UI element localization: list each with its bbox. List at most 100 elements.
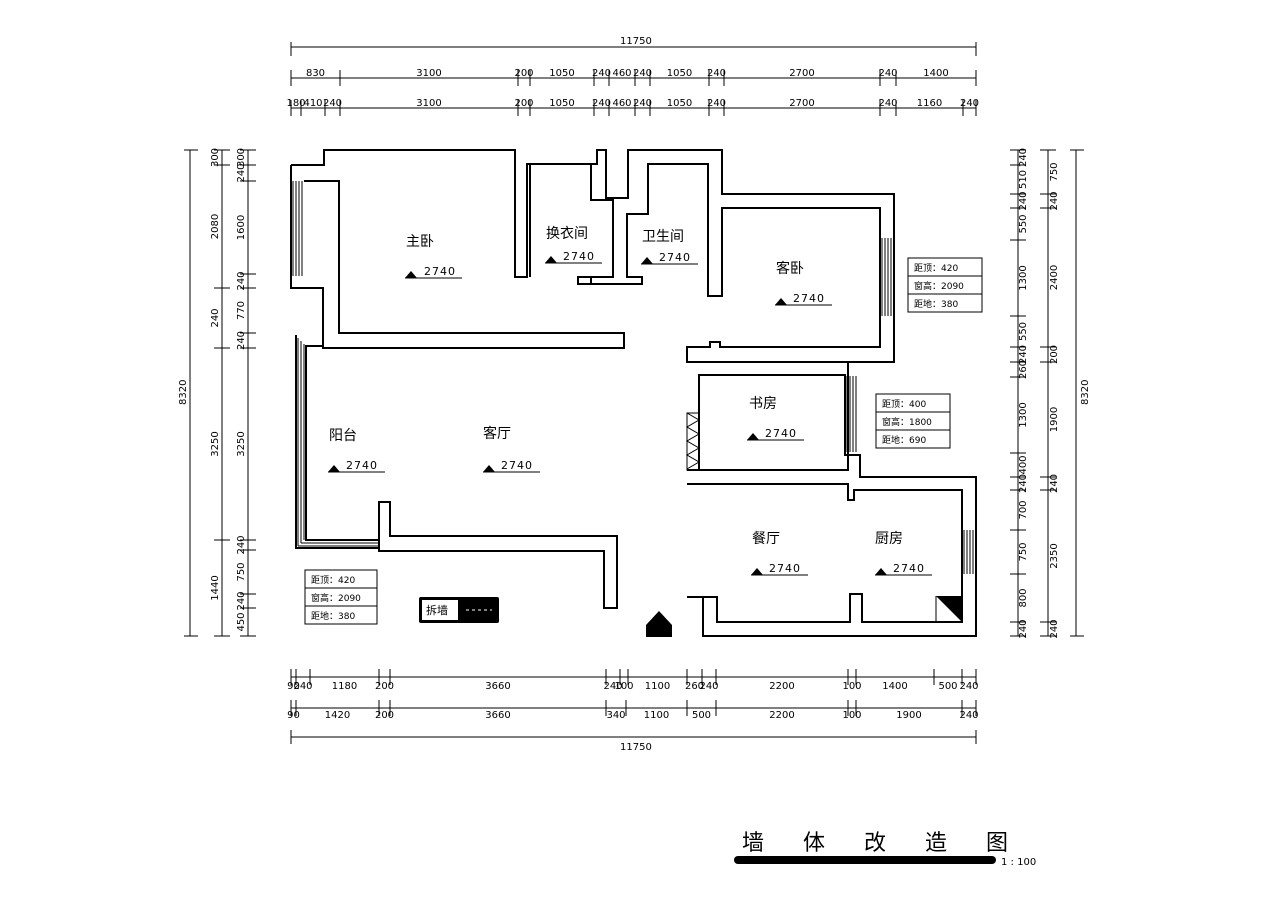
elevation-marker: 2740 — [775, 292, 832, 306]
dimension-value: 450 — [236, 612, 247, 631]
dimension-value: 300 — [236, 148, 247, 167]
svg-text:距地：690: 距地：690 — [882, 434, 926, 446]
dimension-value: 830 — [306, 68, 325, 79]
walls — [290, 149, 977, 637]
elevation-marker: 2740 — [405, 265, 462, 279]
dimension-value: 1400 — [882, 681, 907, 692]
dimension-value: 500 — [692, 710, 711, 721]
dimension-value: 3100 — [416, 68, 441, 79]
dimension-value: 240 — [707, 98, 726, 109]
room-name-dining-room: 餐厅 — [752, 531, 780, 547]
dimension-value: 1300 — [1018, 402, 1029, 427]
svg-text:2740: 2740 — [346, 459, 378, 472]
dimension-value: 3660 — [485, 710, 510, 721]
window-note-balcony: 距顶：420 窗高：2090 距地：380 — [304, 569, 378, 625]
svg-text:2740: 2740 — [793, 292, 825, 305]
elevation-marker: 2740 — [483, 459, 540, 473]
dimension-value: 550 — [1018, 322, 1029, 341]
window-note-guest-bedroom: 距顶：420 窗高：2090 距地：380 — [907, 257, 983, 313]
dimension-value: 240 — [960, 98, 979, 109]
dimension-value: 3660 — [485, 681, 510, 692]
dimension-value: 400 — [1018, 455, 1029, 474]
kitchen-flue — [936, 596, 962, 622]
room-labels: 主卧 换衣间 卫生间 客卧 书房 阳台 客厅 餐厅 厨房 — [329, 225, 903, 547]
dimension-value: 2080 — [210, 214, 221, 239]
dimension-value: 1400 — [923, 68, 948, 79]
svg-text:2740: 2740 — [893, 562, 925, 575]
dimension-value: 750 — [1049, 162, 1060, 181]
dimension-value: 100 — [614, 681, 633, 692]
overall-width-top: 11750 — [620, 36, 652, 47]
dimension-value: 240 — [1018, 474, 1029, 493]
kitchen-flue-outline — [935, 596, 962, 623]
room-name-dressing-room: 换衣间 — [546, 225, 588, 242]
elevation-marker: 2740 — [875, 562, 932, 576]
dimension-value: 240 — [293, 681, 312, 692]
removed-wall-zigzag — [686, 412, 700, 471]
dimension-value: 750 — [1018, 542, 1029, 561]
dimension-value: 240 — [959, 710, 978, 721]
dimension-value: 240 — [236, 535, 247, 554]
dimension-value: 200 — [514, 98, 533, 109]
dimension-value: 200 — [375, 710, 394, 721]
dimension-value: 260 — [1018, 360, 1029, 379]
dimension-value: 240 — [603, 681, 622, 692]
dimension-value: 1300 — [1018, 265, 1029, 290]
dimension-value: 300 — [210, 148, 221, 167]
dimension-value: 340 — [606, 710, 625, 721]
dimension-value: 240 — [323, 98, 342, 109]
svg-text:距地：380: 距地：380 — [914, 298, 958, 310]
dimension-value: 410 — [303, 98, 322, 109]
dimension-value: 240 — [633, 98, 652, 109]
dimension-value: 240 — [236, 331, 247, 350]
elevation-marker: 2740 — [747, 427, 804, 441]
svg-text:2740: 2740 — [501, 459, 533, 472]
dimension-value: 1050 — [549, 98, 574, 109]
dimension-value: 770 — [236, 301, 247, 320]
dimension-value: 240 — [236, 591, 247, 610]
dimension-value: 240 — [1018, 345, 1029, 364]
dimension-value: 180 — [286, 98, 305, 109]
svg-text:距顶：420: 距顶：420 — [914, 263, 958, 274]
dimension-value: 1900 — [896, 710, 921, 721]
dimension-value: 500 — [938, 681, 957, 692]
dimension-value: 100 — [842, 710, 861, 721]
dimension-value: 1420 — [325, 710, 350, 721]
svg-text:2740: 2740 — [659, 251, 691, 264]
dimension-value: 200 — [514, 68, 533, 79]
room-name-living-room: 客厅 — [483, 425, 511, 442]
dimension-value: 240 — [707, 68, 726, 79]
dimension-value: 240 — [236, 271, 247, 290]
dimension-value: 200 — [375, 681, 394, 692]
room-name-study: 书房 — [749, 396, 777, 412]
dimension-value: 1100 — [645, 681, 670, 692]
svg-text:2740: 2740 — [563, 250, 595, 263]
dimension-value: 2200 — [769, 681, 794, 692]
entrance-icon — [646, 611, 672, 637]
dimension-value: 240 — [1049, 619, 1060, 638]
dimension-value: 200 — [1049, 345, 1060, 364]
dimension-value: 2350 — [1049, 543, 1060, 568]
elevation-marker: 2740 — [641, 251, 698, 265]
dimension-value: 510 — [1018, 170, 1029, 189]
dimension-value: 240 — [633, 68, 652, 79]
dimension-value: 1050 — [549, 68, 574, 79]
dimension-value: 240 — [1018, 148, 1029, 167]
dimension-value: 240 — [592, 98, 611, 109]
drawing-scale: 1 : 100 — [1001, 857, 1036, 868]
elevation-markers: 2740 2740 2740 2740 2740 2740 2740 2740 … — [328, 250, 932, 576]
svg-text:距地：380: 距地：380 — [311, 610, 355, 622]
dimension-value: 260 — [685, 681, 704, 692]
dimension-value: 1600 — [236, 215, 247, 240]
dimension-value: 3250 — [210, 431, 221, 456]
room-name-bathroom: 卫生间 — [642, 229, 684, 245]
svg-text:窗高：2090: 窗高：2090 — [914, 280, 964, 292]
dimension-value: 800 — [1018, 588, 1029, 607]
dimension-value: 240 — [699, 681, 718, 692]
dimension-value: 240 — [1049, 191, 1060, 210]
